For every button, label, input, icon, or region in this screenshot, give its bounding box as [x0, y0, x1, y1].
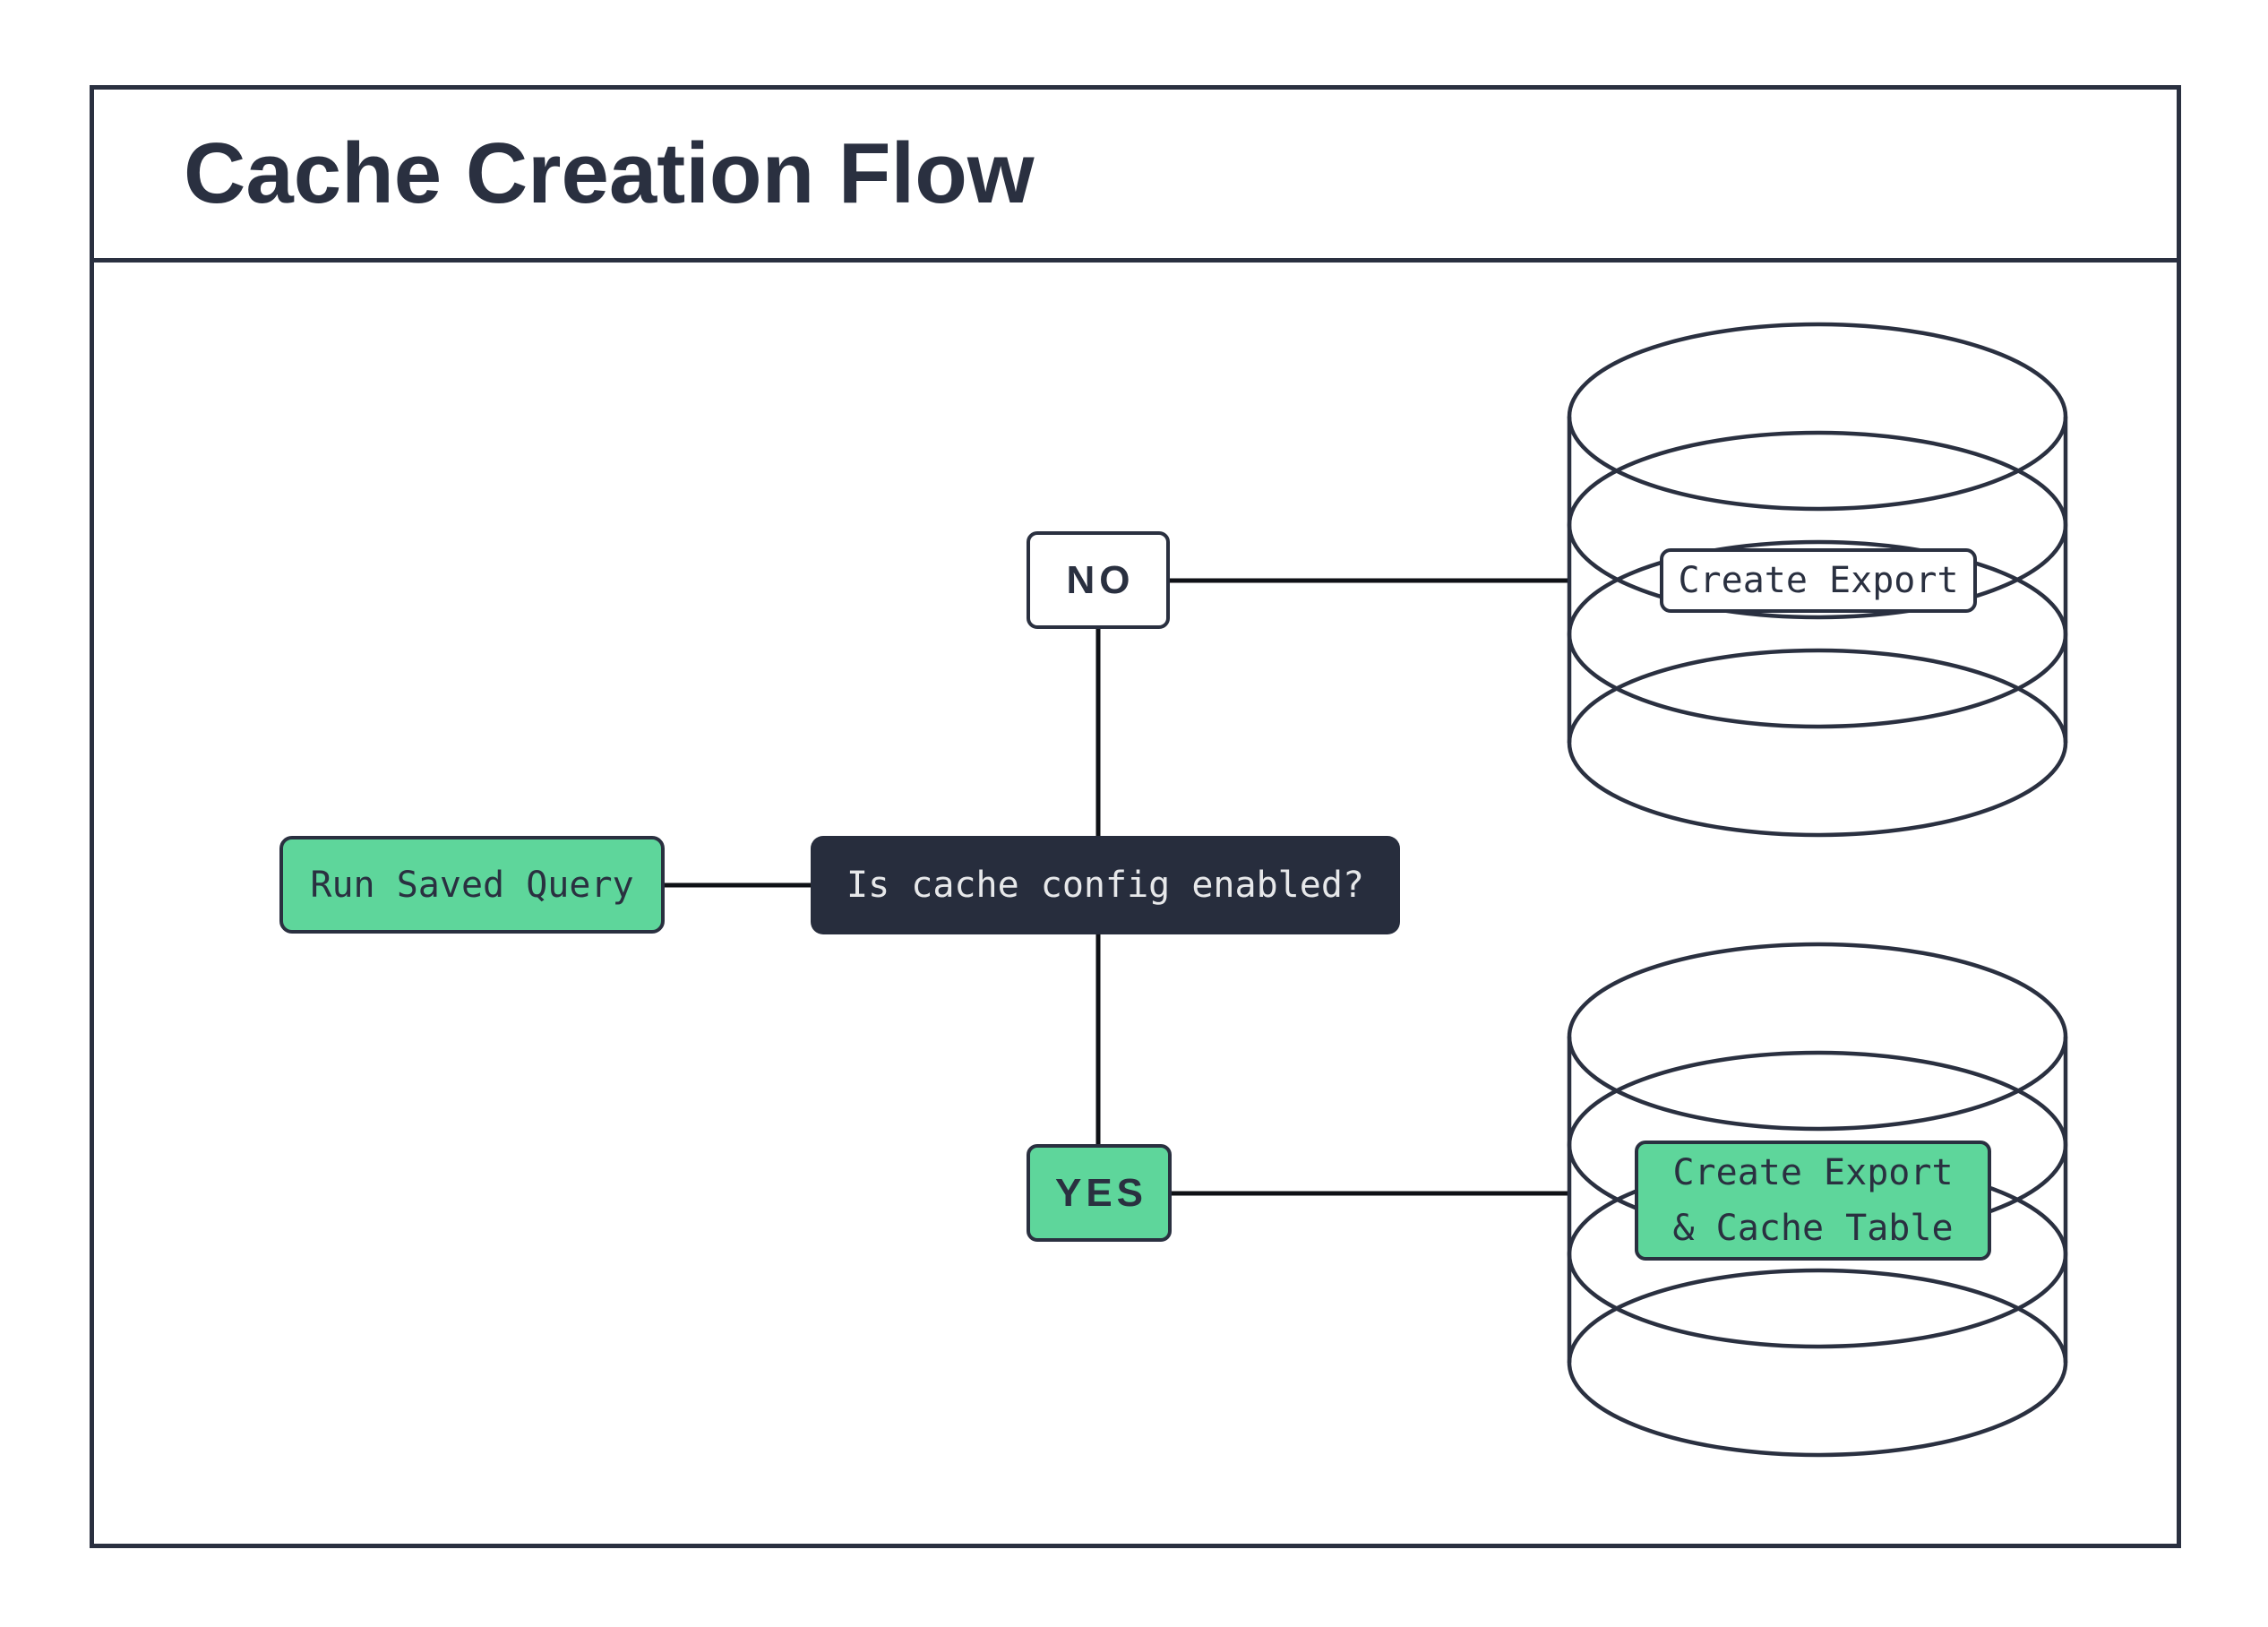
label-create-export: Create Export: [1660, 548, 1977, 613]
node-decision-cache-config: Is cache config enabled?: [811, 836, 1400, 934]
label-create-export-cache-table: Create Export & Cache Table: [1635, 1141, 1991, 1261]
branch-yes: YES: [1027, 1144, 1172, 1242]
diagram-header: Cache Creation Flow: [94, 90, 2177, 263]
page-title: Cache Creation Flow: [184, 125, 1035, 221]
node-run-saved-query: Run Saved Query: [279, 836, 665, 934]
branch-no-label: NO: [1066, 557, 1135, 602]
database-cylinder-icon: [1567, 942, 2068, 1458]
node-decision-label: Is cache config enabled?: [846, 865, 1364, 906]
flow-edges: [665, 578, 1571, 1196]
diagram-frame: Cache Creation Flow: [90, 85, 2181, 1548]
label-create-export-text: Create Export: [1678, 560, 1959, 601]
database-cylinder-icon: [1567, 322, 2068, 838]
node-run-saved-query-label: Run Saved Query: [310, 864, 634, 906]
label-line-1: Create Export: [1672, 1152, 1954, 1193]
label-create-export-cache-table-text: Create Export & Cache Table: [1672, 1145, 1953, 1256]
label-line-2: & Cache Table: [1672, 1208, 1954, 1249]
branch-yes-label: YES: [1054, 1170, 1148, 1215]
branch-no: NO: [1027, 531, 1170, 629]
